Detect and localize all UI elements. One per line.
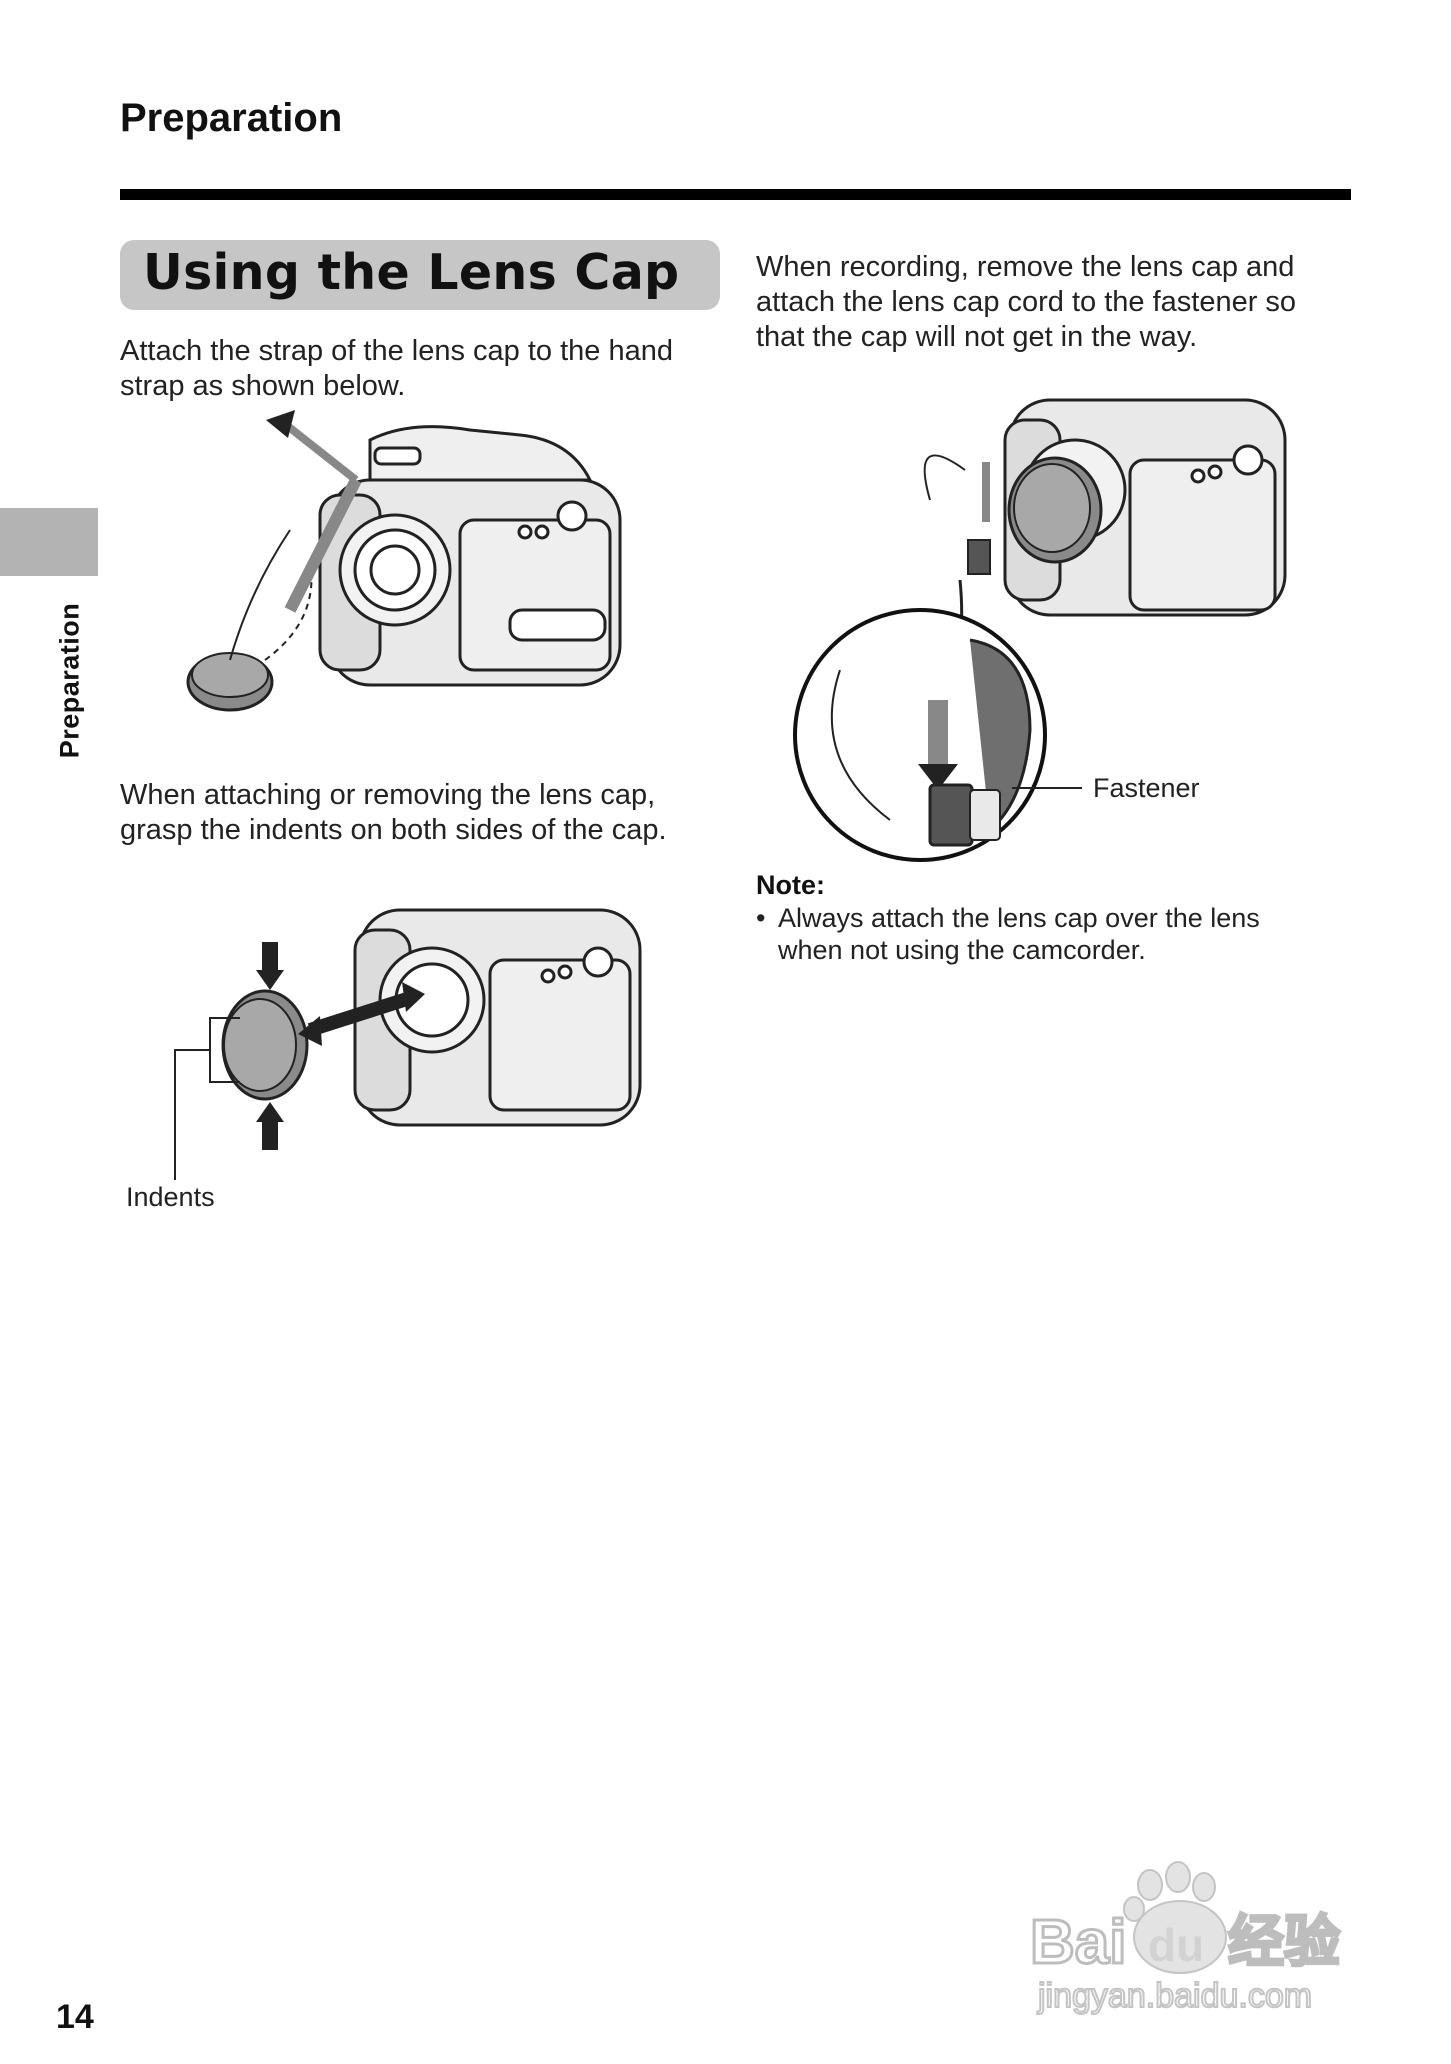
fastener-label: Fastener [1093, 773, 1200, 803]
camcorder-strap-illustration [186, 410, 622, 712]
arrow-icon [266, 410, 362, 613]
baidu-watermark: Bai du 经验 jingyan.baidu.com [1029, 1861, 1342, 2016]
bullet-icon: • [756, 903, 766, 933]
lens-cap-icon [1007, 456, 1103, 564]
page-number: 14 [56, 1998, 94, 2036]
recording-paragraph: When recording, remove the lens cap and … [756, 251, 1297, 353]
indents-callout [174, 1017, 240, 1180]
page-title: Using the Lens Cap [143, 244, 680, 301]
paw-icon [1123, 1861, 1227, 1974]
camcorder-fastener-illustration [793, 398, 1287, 862]
lens-cap-icon [221, 989, 309, 1101]
lens-cap-icon [186, 529, 313, 712]
side-tab-label: Preparation [54, 602, 85, 758]
camcorder-indents-illustration [174, 908, 642, 1180]
header-rule [120, 189, 1351, 200]
intro-paragraph: Attach the strap of the lens cap to the … [120, 335, 673, 402]
fastener-icon [923, 454, 991, 575]
section-header: Preparation [120, 96, 343, 140]
side-tab-marker [0, 508, 98, 576]
indents-label: Indents [126, 1182, 215, 1212]
note-item: • Always attach the lens cap over the le… [756, 903, 1260, 965]
note-heading: Note: [756, 870, 825, 900]
camcorder-icon [318, 425, 622, 687]
svg-text:Bai: Bai [1030, 1908, 1126, 1977]
svg-text:经验: 经验 [1228, 1910, 1340, 1975]
title-box [120, 240, 720, 310]
grasp-paragraph: When attaching or removing the lens cap,… [120, 779, 667, 846]
magnified-detail [793, 579, 1047, 862]
camcorder-icon [353, 908, 642, 1127]
arrow-icon [256, 942, 425, 1150]
svg-text:jingyan.baidu.com: jingyan.baidu.com [1037, 1977, 1312, 2015]
svg-text:du: du [1148, 1919, 1204, 1971]
